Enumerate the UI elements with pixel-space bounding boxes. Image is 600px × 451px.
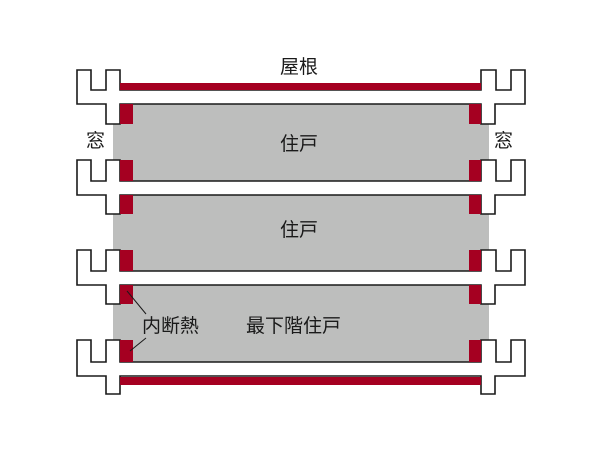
ground-insulation bbox=[120, 377, 481, 385]
insulation-left-2a bbox=[120, 195, 133, 214]
roof-label: 屋根 bbox=[280, 56, 319, 78]
insulation-left-3a bbox=[120, 285, 133, 304]
insulation-left-3b bbox=[120, 340, 133, 362]
inner-insulation-label: 内断熱 bbox=[142, 315, 200, 337]
window-label-right: 窓 bbox=[494, 130, 514, 152]
insulation-left-1a bbox=[120, 104, 133, 124]
insulation-left-2b bbox=[120, 250, 133, 271]
dwelling-bottom bbox=[113, 285, 489, 362]
dwelling-middle bbox=[113, 195, 489, 271]
insulation bbox=[120, 83, 481, 385]
insulation-right-3b bbox=[469, 340, 481, 362]
dwelling-spaces bbox=[113, 104, 489, 362]
insulation-right-3a bbox=[469, 285, 481, 304]
insulation-right-2b bbox=[469, 250, 481, 271]
leader-line-upper bbox=[126, 290, 147, 315]
window-label-left: 窓 bbox=[86, 130, 106, 152]
unit-label-middle: 住戸 bbox=[280, 219, 319, 241]
leader-lines bbox=[126, 290, 147, 352]
insulation-right-1a bbox=[469, 104, 481, 124]
insulation-right-2a bbox=[469, 195, 481, 214]
unit-label-upper: 住戸 bbox=[280, 133, 319, 155]
slab-ground bbox=[76, 339, 526, 395]
insulation-left-1b bbox=[120, 160, 133, 181]
leader-line-lower bbox=[129, 337, 147, 352]
dwelling-upper bbox=[113, 104, 489, 181]
roof-insulation bbox=[120, 83, 481, 90]
insulation-right-1b bbox=[469, 160, 481, 181]
bottom-unit-label: 最下階住戸 bbox=[246, 315, 342, 337]
